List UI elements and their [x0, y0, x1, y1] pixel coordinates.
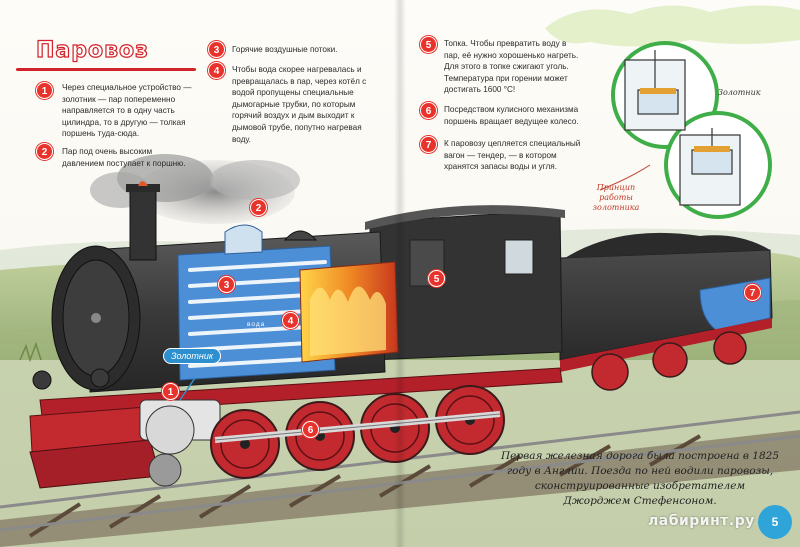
callout-2: 2	[250, 199, 267, 216]
zolotnik-tag: Золотник	[163, 348, 222, 364]
badge-3: 3	[208, 41, 225, 58]
badge-6: 6	[420, 102, 437, 119]
page-number: 5	[758, 505, 792, 539]
note-2: Пар под очень высоким давлением поступае…	[62, 147, 186, 168]
history-text: Первая железная дорога была построена в …	[500, 450, 780, 507]
callout-7: 7	[744, 284, 761, 301]
note-7: К паровозу цепляется специальный вагон —…	[444, 139, 581, 172]
note-4: Чтобы вода скорее нагревалась и превраща…	[232, 65, 367, 144]
note-5: Топка. Чтобы превратить воду в пар, её н…	[444, 39, 579, 95]
zolotnik-principle-caption: Принцип работы золотника	[592, 183, 640, 212]
badge-7: 7	[420, 136, 437, 153]
watermark: лабиринт.ру	[648, 513, 755, 529]
badge-1: 1	[36, 82, 53, 99]
callout-1: 1	[162, 383, 179, 400]
zolotnik-circle-caption: Золотник	[718, 88, 761, 97]
badge-2: 2	[36, 143, 53, 160]
title-underline	[16, 68, 196, 71]
callout-5: 5	[428, 270, 445, 287]
badge-4: 4	[208, 62, 225, 79]
book-gutter	[394, 0, 406, 547]
callout-3: 3	[218, 276, 235, 293]
callout-6: 6	[302, 421, 319, 438]
page-title: Паровоз	[35, 37, 149, 63]
note-3: Горячие воздушные потоки.	[232, 45, 338, 54]
callout-4: 4	[282, 312, 299, 329]
water-label: вода	[247, 321, 266, 328]
note-6: Посредством кулисного механизма поршень …	[444, 105, 579, 126]
note-1: Через специальное устройство — золотник …	[62, 83, 192, 139]
badge-5: 5	[420, 36, 437, 53]
